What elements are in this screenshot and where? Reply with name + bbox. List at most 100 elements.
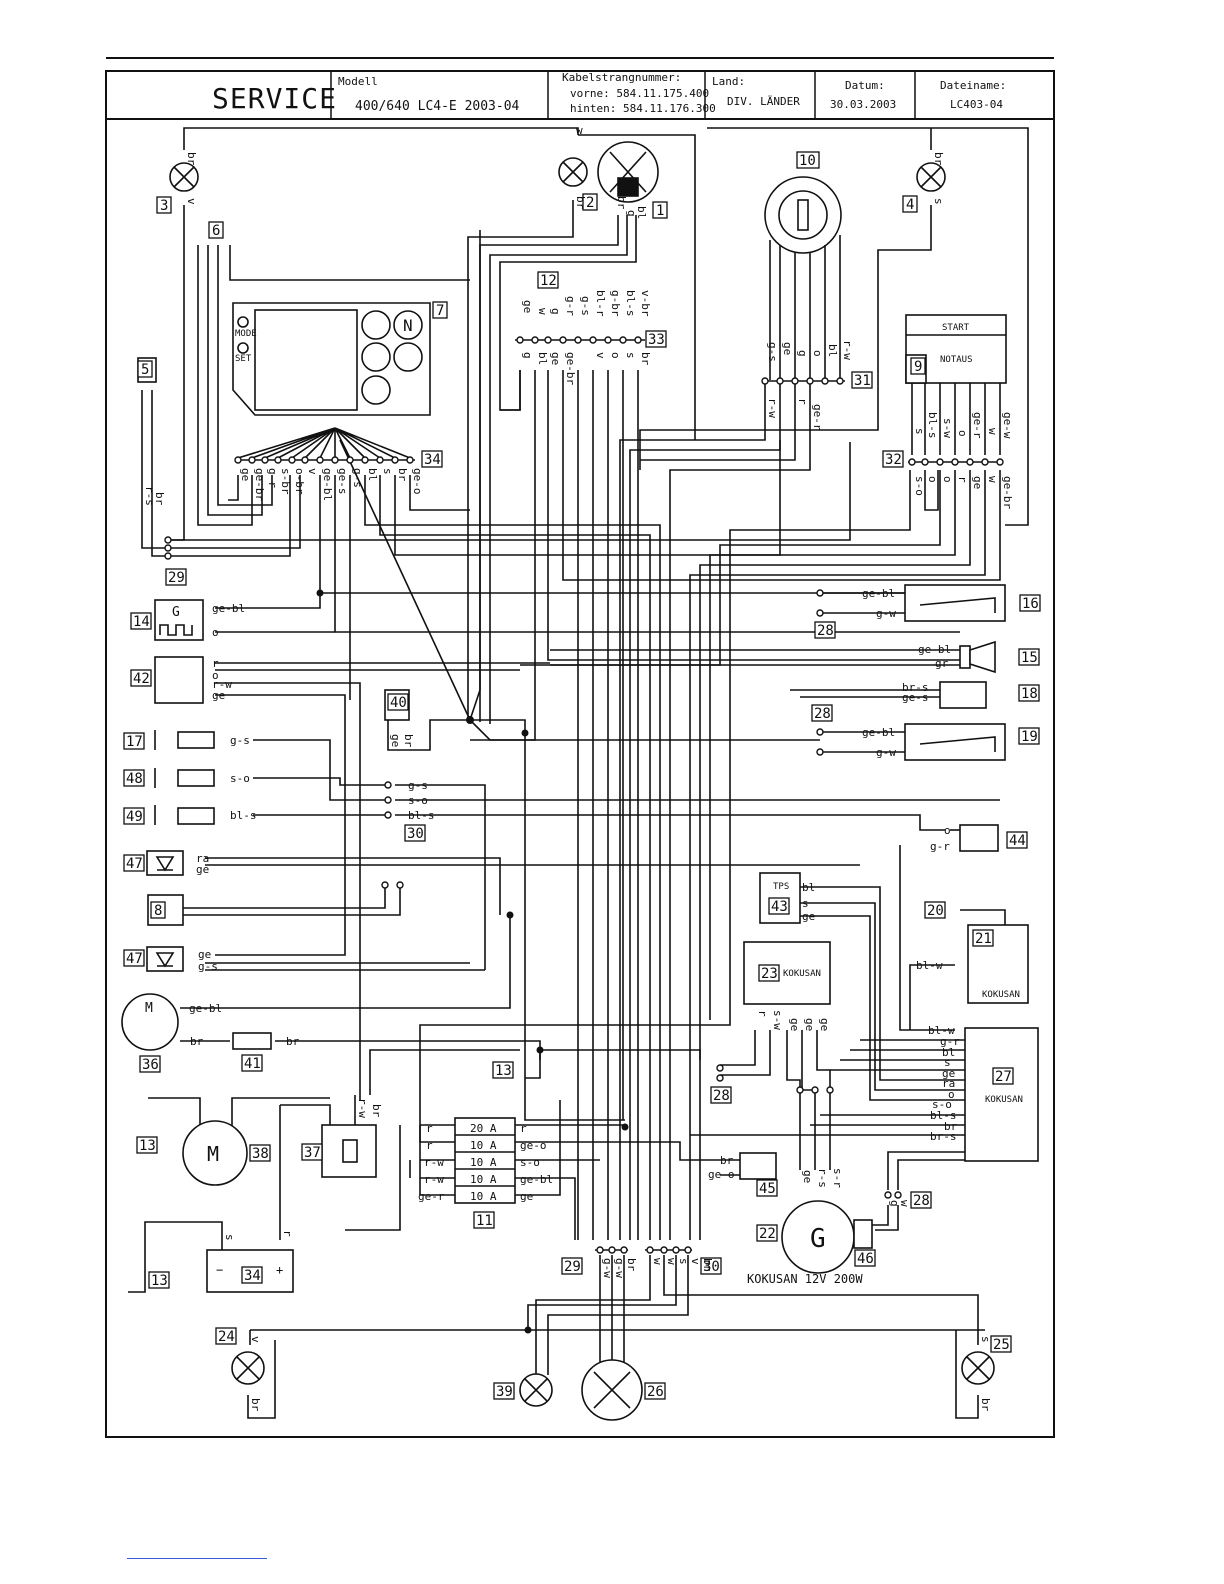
svg-text:br: br — [286, 1035, 300, 1048]
svg-text:s: s — [381, 468, 394, 475]
fuse-5-amp: 10 A — [470, 1190, 497, 1203]
svg-text:g-s: g-s — [351, 468, 364, 488]
wire-harness — [128, 127, 1029, 1419]
svg-text:ra: ra — [942, 1077, 955, 1090]
kokusan-23-text: KOKUSAN — [783, 969, 821, 979]
svg-text:o: o — [609, 352, 622, 359]
svg-text:br: br — [153, 492, 166, 506]
svg-text:ge: ge — [389, 734, 402, 747]
svg-text:v: v — [249, 1336, 262, 1343]
harness-label: Kabelstrangnummer: — [562, 71, 681, 84]
switch-48 — [177, 769, 215, 787]
svg-text:s: s — [913, 428, 926, 435]
kokusan-27-text: KOKUSAN — [985, 1095, 1023, 1105]
svg-text:g-s: g-s — [198, 960, 218, 973]
label-33: 33 — [648, 332, 665, 348]
component-45 — [739, 1152, 777, 1180]
svg-text:o: o — [941, 476, 954, 483]
valve-44 — [959, 824, 999, 852]
brake-switch-front — [904, 723, 1006, 761]
svg-text:s: s — [979, 1336, 992, 1343]
label-49: 49 — [126, 809, 143, 825]
start-text: START — [942, 323, 970, 333]
svg-text:ge-s: ge-s — [336, 468, 349, 495]
svg-text:g: g — [796, 350, 809, 357]
svg-text:v: v — [185, 198, 198, 205]
svg-text:br: br — [185, 152, 198, 166]
sensor-g: G — [172, 605, 180, 620]
cdi-27 — [964, 1027, 1039, 1162]
label-25: 25 — [993, 1337, 1010, 1353]
diagram-frame — [105, 70, 1055, 1438]
label-30-bottom: 30 — [703, 1259, 720, 1275]
svg-text:r-w: r-w — [356, 1098, 369, 1118]
fuse-3-in: r-w — [424, 1156, 444, 1169]
svg-text:br: br — [574, 196, 587, 210]
page-link-underline — [127, 1558, 267, 1559]
battery-plus: + — [276, 1263, 283, 1277]
label-21: 21 — [975, 931, 992, 947]
svg-text:ge: ge — [788, 1018, 801, 1031]
switch-49 — [177, 807, 215, 825]
junctions — [316, 589, 629, 1334]
date-label: Datum: — [845, 79, 885, 92]
starter-m: M — [207, 1142, 219, 1166]
fuse-rows: 20 A r r 10 A r ge-o 10 A r-w s-o 10 A r… — [418, 1122, 553, 1203]
label-39: 39 — [496, 1384, 513, 1400]
fuse-5-in: ge-r — [418, 1190, 445, 1203]
svg-text:s-o: s-o — [230, 772, 250, 785]
set-text: SET — [235, 354, 252, 364]
fuse-2-out: ge-o — [520, 1139, 547, 1152]
clutch-switch — [904, 584, 1006, 622]
svg-text:w: w — [665, 1258, 678, 1265]
svg-text:g-s: g-s — [766, 342, 779, 362]
svg-text:g-r: g-r — [564, 296, 577, 316]
label-28-d: 28 — [913, 1193, 930, 1209]
svg-text:s-br: s-br — [279, 468, 292, 495]
svg-text:br: br — [190, 1035, 204, 1048]
svg-text:bl: bl — [942, 1046, 955, 1059]
service-title: SERVICE — [212, 82, 337, 115]
svg-text:o: o — [212, 669, 219, 682]
svg-text:r: r — [756, 1010, 769, 1017]
svg-text:g: g — [521, 352, 534, 359]
starter-motor-icon — [182, 1120, 248, 1186]
svg-text:br: br — [932, 152, 945, 166]
mode-text: MODE — [235, 329, 257, 339]
svg-text:o: o — [926, 476, 939, 483]
svg-text:ge: ge — [521, 300, 534, 313]
svg-text:br: br — [249, 1398, 262, 1412]
date-value: 30.03.2003 — [830, 98, 896, 111]
svg-text:r-w: r-w — [212, 678, 232, 691]
svg-text:bl: bl — [366, 468, 379, 481]
fuse-1-in: r — [426, 1122, 433, 1135]
cdi-23 — [743, 941, 831, 1005]
svg-text:g-w: g-w — [613, 1258, 626, 1278]
svg-text:ge: ge — [942, 1067, 955, 1080]
label-15: 15 — [1021, 650, 1038, 666]
svg-text:ge-bl: ge-bl — [918, 643, 951, 656]
svg-text:ge: ge — [212, 689, 225, 702]
svg-text:ge-o: ge-o — [411, 468, 424, 495]
svg-text:ge: ge — [781, 342, 794, 355]
svg-text:o: o — [956, 430, 969, 437]
label-2: 2 — [586, 195, 594, 211]
label-34-battery: 34 — [244, 1268, 261, 1284]
label-17: 17 — [126, 734, 143, 750]
svg-text:s: s — [624, 352, 637, 359]
svg-text:v: v — [594, 352, 607, 359]
svg-text:s: s — [223, 1234, 236, 1241]
svg-text:g: g — [549, 308, 562, 315]
svg-text:ge-bl: ge-bl — [862, 726, 895, 739]
label-3: 3 — [160, 198, 168, 214]
svg-text:ge-r: ge-r — [971, 412, 984, 439]
svg-text:br: br — [402, 734, 415, 748]
label-20: 20 — [927, 903, 944, 919]
kokusan-21-text: KOKUSAN — [982, 990, 1020, 1000]
svg-text:ge: ge — [802, 910, 815, 923]
label-40: 40 — [390, 695, 407, 711]
country-value: DIV. LÄNDER — [727, 95, 800, 108]
svg-text:o: o — [811, 350, 824, 357]
notaus-text: NOTAUS — [940, 355, 973, 365]
harness-rear: hinten: 584.11.176.300 — [570, 102, 716, 115]
